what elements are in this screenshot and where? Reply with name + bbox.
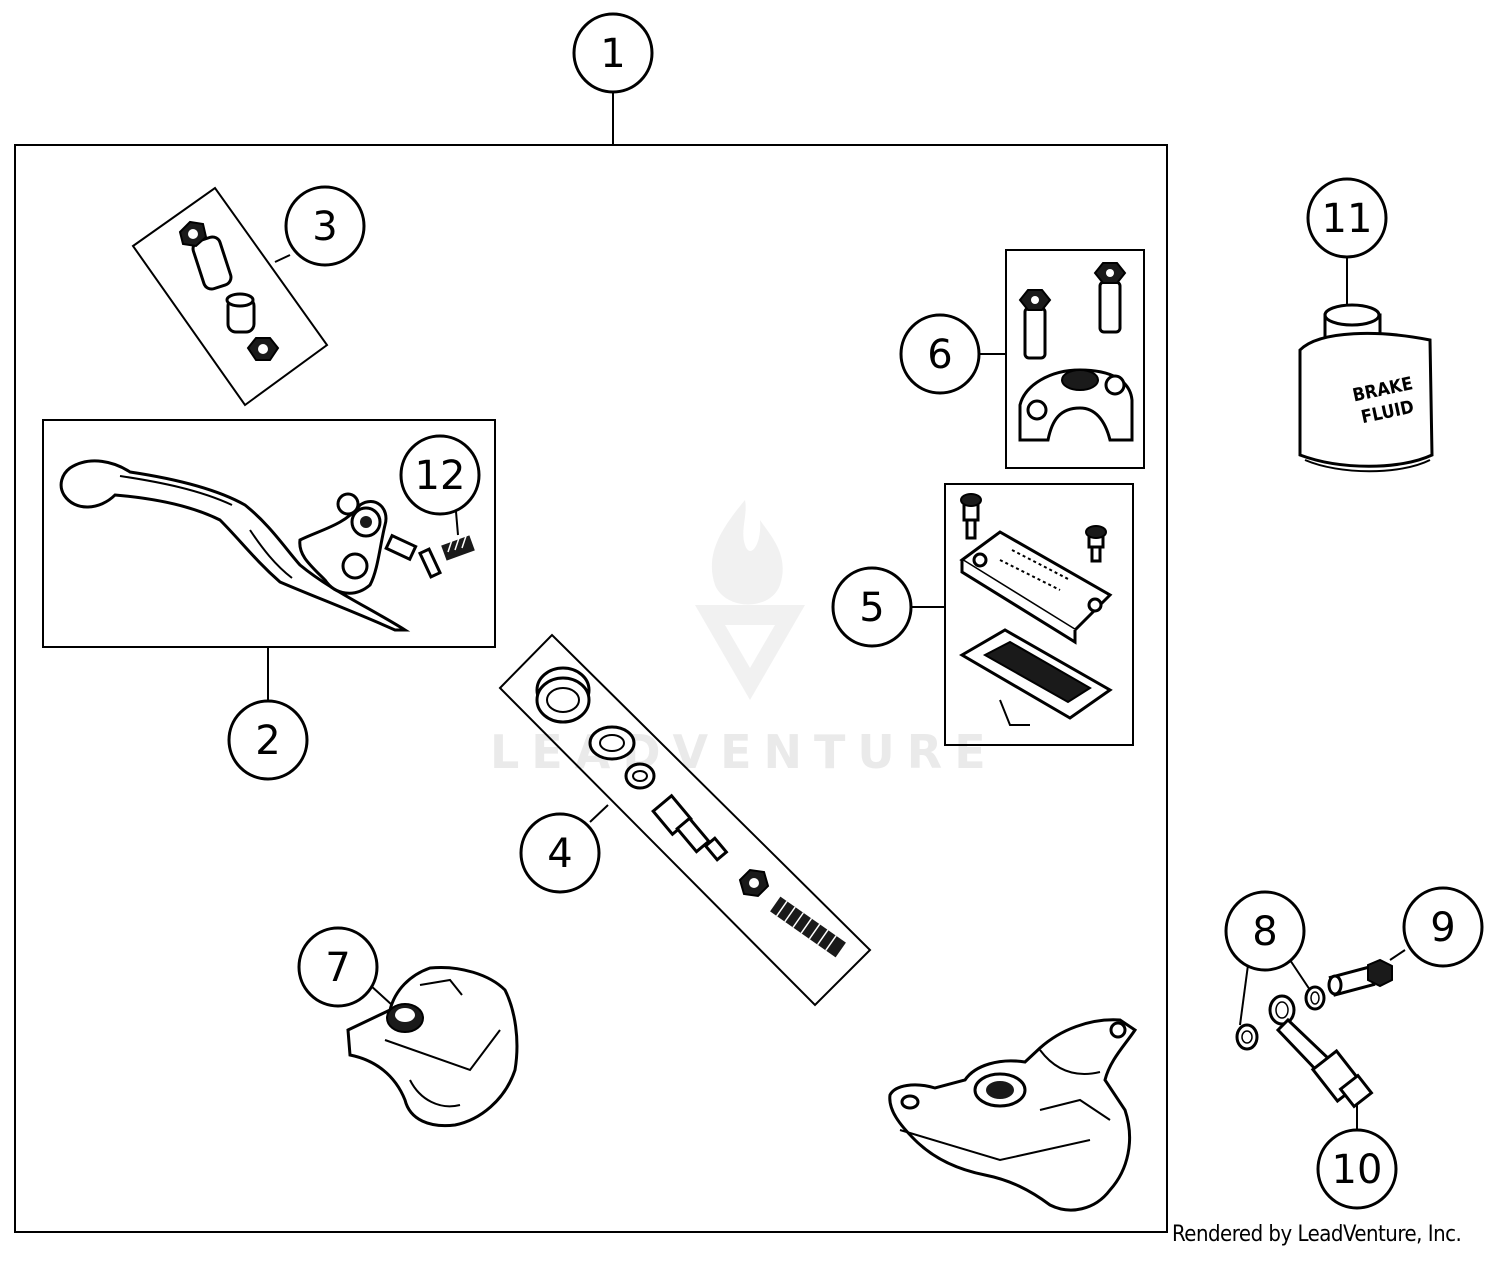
callout-circle <box>227 699 309 781</box>
washer-4 <box>624 762 656 790</box>
master-cylinder-housing-small <box>346 965 519 1128</box>
assembly-box <box>14 144 1168 1233</box>
kit-3-box <box>131 186 329 407</box>
callout-number: 10 <box>1332 1147 1383 1193</box>
seal-4 <box>535 666 591 724</box>
callout-number: 8 <box>1252 909 1277 955</box>
callout-8: 8 <box>1224 890 1306 972</box>
callout-number: 4 <box>547 831 572 877</box>
banjo-fitting-10 <box>1268 994 1374 1109</box>
diaphragm <box>959 628 1113 726</box>
callout-10: 10 <box>1316 1128 1398 1210</box>
callout-1: 1 <box>572 12 654 94</box>
banjo-bolt-9 <box>1327 958 1393 997</box>
washer-8a <box>1235 1023 1259 1051</box>
kit-2-box <box>42 419 496 702</box>
callout-circle <box>284 185 366 267</box>
callout-number: 9 <box>1430 905 1455 951</box>
callout-circle <box>297 926 379 1008</box>
callout-circle <box>1316 1128 1398 1210</box>
leadventure-watermark: LEADVENTURE <box>490 500 998 779</box>
callout-circle <box>399 434 481 516</box>
callout-5: 5 <box>831 566 913 648</box>
callout-circle <box>1224 890 1306 972</box>
callout-circle <box>1402 886 1484 968</box>
bolt-6b <box>1093 262 1127 334</box>
callout-number: 5 <box>859 585 884 631</box>
callout-number: 7 <box>325 945 350 991</box>
watermark-text: LEADVENTURE <box>490 725 998 779</box>
callout-7: 7 <box>297 926 379 1008</box>
callout-4: 4 <box>519 812 601 894</box>
callout-number: 2 <box>255 718 280 764</box>
circlip-4 <box>588 725 636 761</box>
callout-number: 11 <box>1322 196 1373 242</box>
screw-5a <box>960 493 982 540</box>
callout-circle <box>1306 177 1388 259</box>
spacer-3 <box>225 292 256 334</box>
spring-12 <box>441 535 475 561</box>
callout-circle <box>572 12 654 94</box>
callout-11: 11 <box>1306 177 1388 259</box>
brake-fluid-bottle: BRAKE FLUID <box>1298 258 1434 473</box>
master-cylinder-housing-large <box>888 1018 1138 1212</box>
callout-number: 3 <box>312 204 337 250</box>
handlebar-clamp <box>1018 368 1134 442</box>
washer-8b <box>1304 985 1326 1011</box>
callout-circle <box>831 566 913 648</box>
bolt-6a <box>1018 289 1052 360</box>
banjo-fittings <box>1235 949 1406 1130</box>
callout-3: 3 <box>284 185 366 267</box>
callout-9: 9 <box>1402 886 1484 968</box>
kit-6-box <box>980 249 1145 469</box>
render-credit: Rendered by LeadVenture, Inc. <box>1172 1222 1462 1247</box>
callout-12: 12 <box>399 434 481 516</box>
callout-circle <box>519 812 601 894</box>
piston-4 <box>651 793 729 862</box>
kit-4-box <box>498 633 872 1007</box>
callout-number: 12 <box>415 453 466 499</box>
brake-lever <box>59 459 443 632</box>
kit-5-box <box>912 483 1134 746</box>
screw-5b <box>1085 525 1107 563</box>
callout-number: 6 <box>927 332 952 378</box>
callout-number: 1 <box>600 31 625 77</box>
nut-3 <box>246 337 280 361</box>
callout-circle <box>899 313 981 395</box>
callout-6: 6 <box>899 313 981 395</box>
spring-4 <box>770 896 846 958</box>
nut-4 <box>738 868 770 898</box>
bolt-3 <box>178 220 233 291</box>
reservoir-cover <box>959 530 1113 645</box>
callout-2: 2 <box>227 699 309 781</box>
